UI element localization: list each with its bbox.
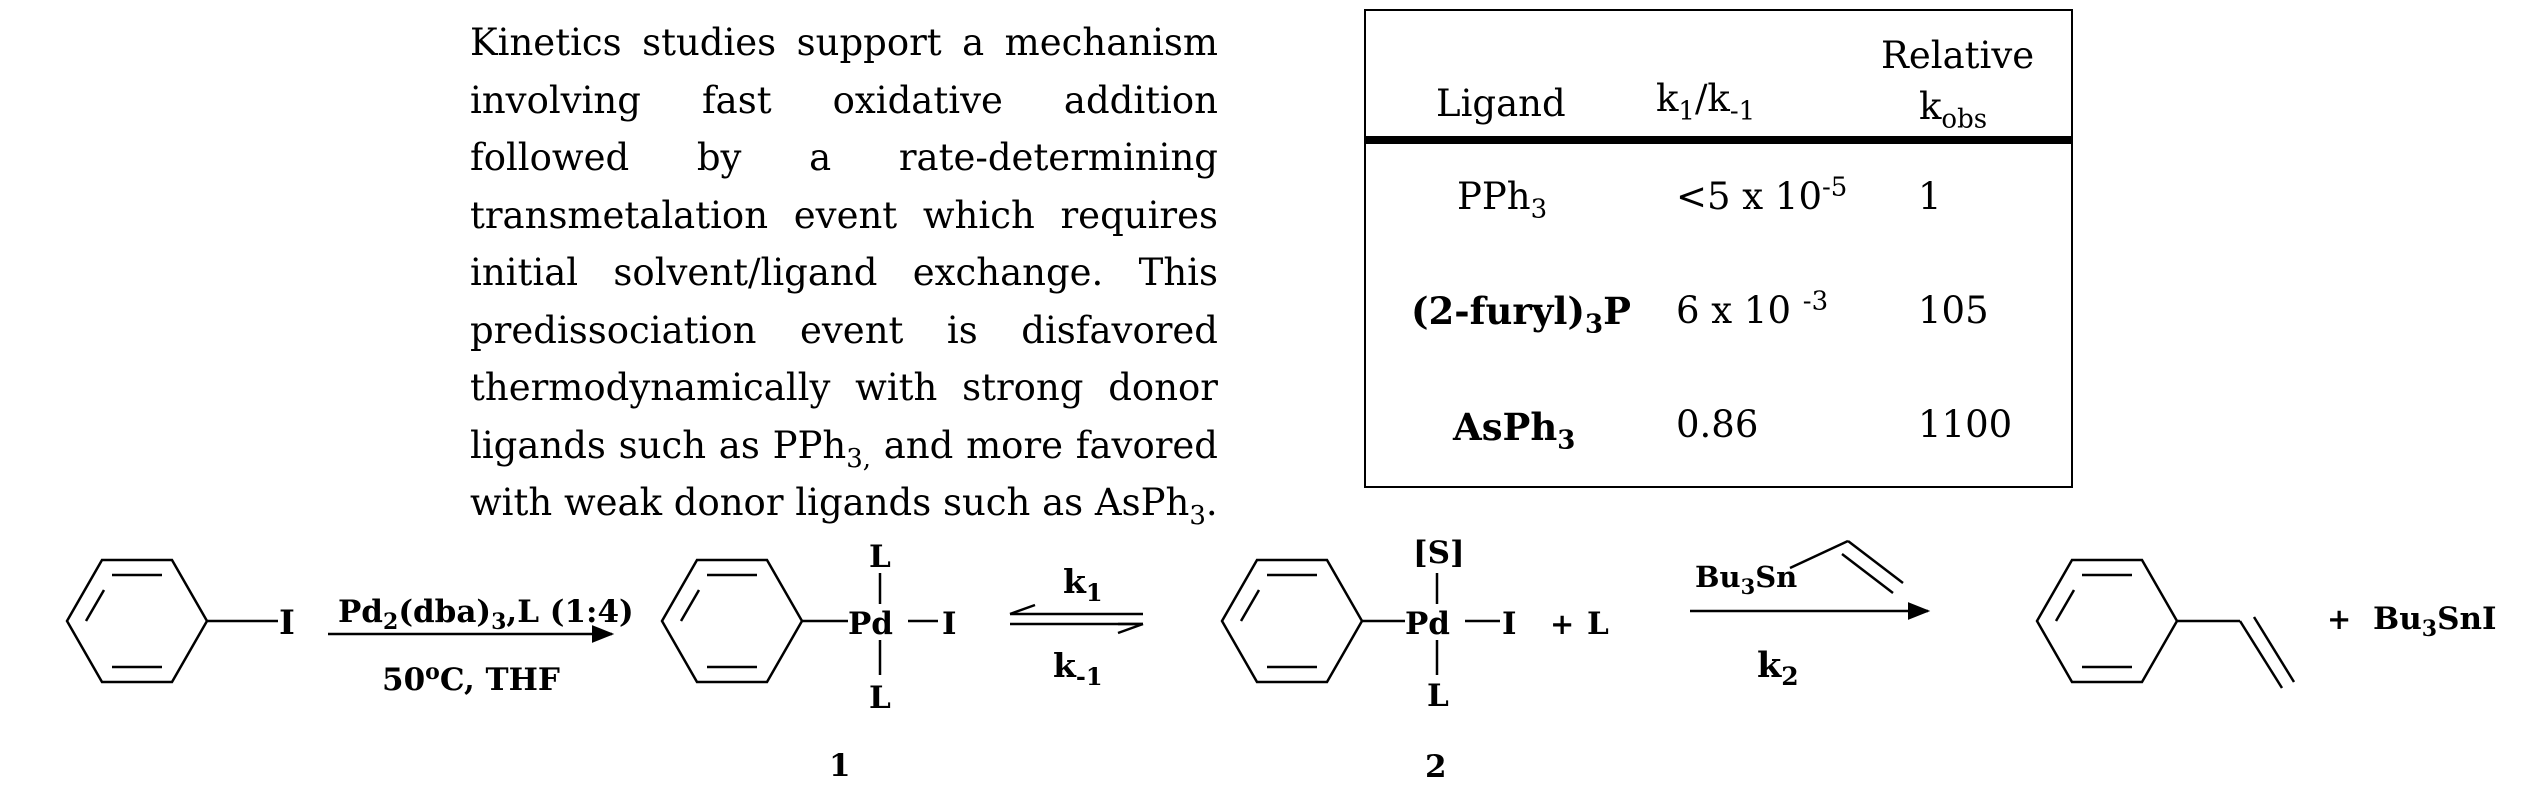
paragraph-subscript-1: 3, [846,443,872,474]
arrow1-bottom-label: 50oC, THF [382,659,560,698]
row-ratio-asph3: 0.86 [1676,403,1759,446]
styrene-ring [2035,558,2296,689]
row-ligand-pph3: PPh3 [1457,175,1548,225]
complex1-metal: Pd [848,606,893,642]
ligand-table: Ligand k1/k-1 Relative kobs PPh3 <5 x 10… [1364,9,2073,488]
header-relative: Relative [1881,34,2035,77]
table-header-rule [1366,136,2071,144]
free-ligand: L [1587,606,1609,642]
description-paragraph: Kinetics studies support a mechanism inv… [470,14,1218,532]
row-ligand-furyl: (2-furyl)3P [1411,289,1631,340]
row-kobs-furyl: 105 [1918,289,1989,332]
paragraph-text-3: . [1205,481,1218,524]
iodo-label: I [279,603,295,643]
header-ratio: k1/k-1 [1656,77,1756,127]
complex1-top-ligand: L [869,539,891,575]
complex2-plus: + [1550,607,1574,641]
complex1-number: 1 [829,748,851,784]
paragraph-subscript-2: 3 [1189,501,1206,531]
equilibrium-arrows [1009,603,1144,635]
row-ratio-pph3: <5 x 10-5 [1676,172,1848,218]
complex2-iodide: I [1502,606,1517,642]
arrow1-top-label: Pd2(dba)3,L (1:4) [338,594,634,635]
header-ligand: Ligand [1436,82,1566,125]
row-ligand-asph3: AsPh3 [1453,405,1576,456]
complex1-aryl-ring [660,558,848,684]
complex2-aryl-ring [1220,558,1405,684]
forward-rate-constant: k1 [1063,562,1103,607]
iodobenzene-ring [65,558,278,684]
complex2-bottom-ligand: L [1427,678,1449,714]
byproduct-label: Bu3SnI [2373,601,2497,642]
complex1-bottom-ligand: L [869,680,891,716]
reverse-rate-constant: k-1 [1053,646,1103,691]
row-ratio-furyl: 6 x 10 -3 [1676,286,1829,332]
row-kobs-pph3: 1 [1918,175,1942,218]
paragraph-text-2: and more favored with weak donor ligands… [470,423,1218,525]
transmetalation-rate-constant: k2 [1757,645,1799,691]
complex2-number: 2 [1425,749,1447,785]
row-kobs-asph3: 1100 [1918,403,2013,446]
product-plus: + [2327,602,2351,636]
complex2-top-ligand: [S] [1413,535,1465,571]
paragraph-text-1: Kinetics studies support a mechanism inv… [470,21,1218,467]
vinylstannane-label: Bu3Sn [1695,560,1797,599]
complex2-metal: Pd [1405,606,1450,642]
vinylstannane-vinyl [1789,539,1904,594]
complex1-iodide: I [942,606,957,642]
header-kobs: kobs [1919,85,1988,135]
